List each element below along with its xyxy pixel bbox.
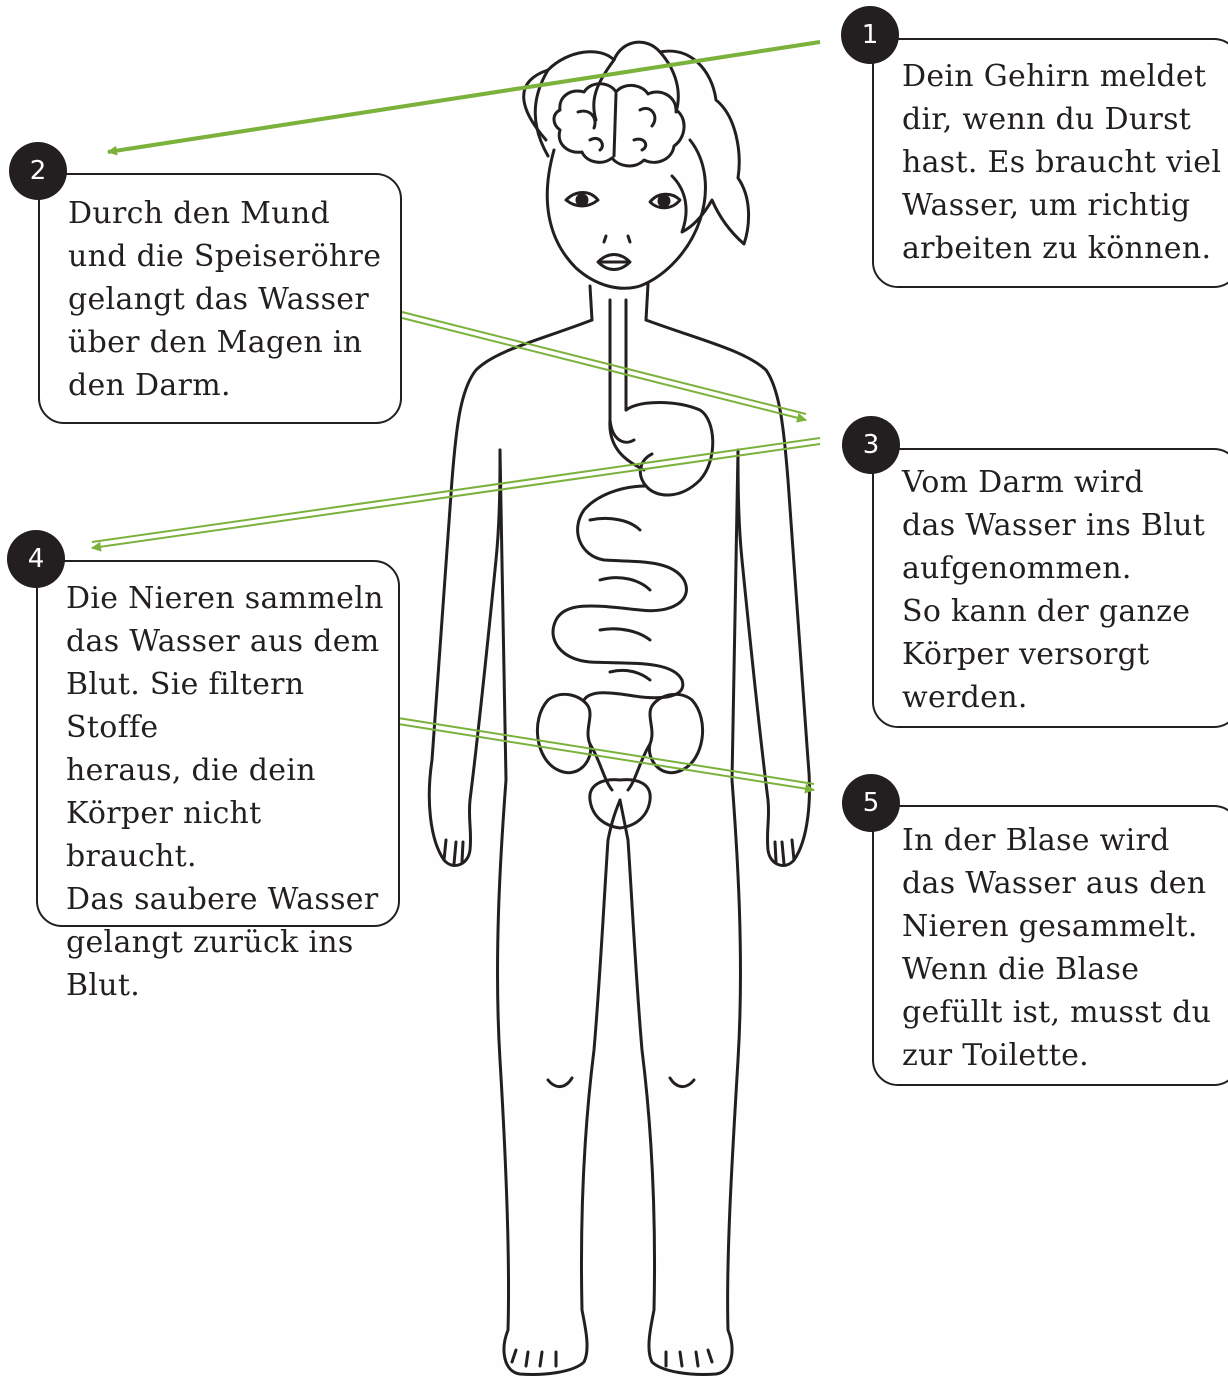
callout-box-3: Vom Darm wird das Wasser ins Blut aufgen… xyxy=(872,448,1228,728)
paper-sheet xyxy=(418,20,828,1382)
callout-box-5: In der Blase wird das Wasser aus den Nie… xyxy=(872,805,1228,1086)
callout-text-5: In der Blase wird das Wasser aus den Nie… xyxy=(902,819,1228,1077)
number-badge-4: 4 xyxy=(7,530,65,588)
callout-text-4: Die Nieren sammeln das Wasser aus dem Bl… xyxy=(66,577,398,1007)
callout-box-2: Durch den Mund und die Speiseröhre gelan… xyxy=(38,173,402,424)
number-badge-1: 1 xyxy=(841,6,899,64)
callout-box-1: Dein Gehirn meldet dir, wenn du Durst ha… xyxy=(872,38,1228,288)
number-badge-5: 5 xyxy=(842,774,900,832)
callout-box-4: Die Nieren sammeln das Wasser aus dem Bl… xyxy=(36,560,400,927)
number-badge-3: 3 xyxy=(842,416,900,474)
left-pupil xyxy=(577,195,587,205)
right-pupil xyxy=(659,196,669,206)
callout-text-3: Vom Darm wird das Wasser ins Blut aufgen… xyxy=(902,461,1228,719)
number-badge-2: 2 xyxy=(9,142,67,200)
callout-text-1: Dein Gehirn meldet dir, wenn du Durst ha… xyxy=(902,55,1228,270)
callout-text-2: Durch den Mund und die Speiseröhre gelan… xyxy=(68,192,400,407)
